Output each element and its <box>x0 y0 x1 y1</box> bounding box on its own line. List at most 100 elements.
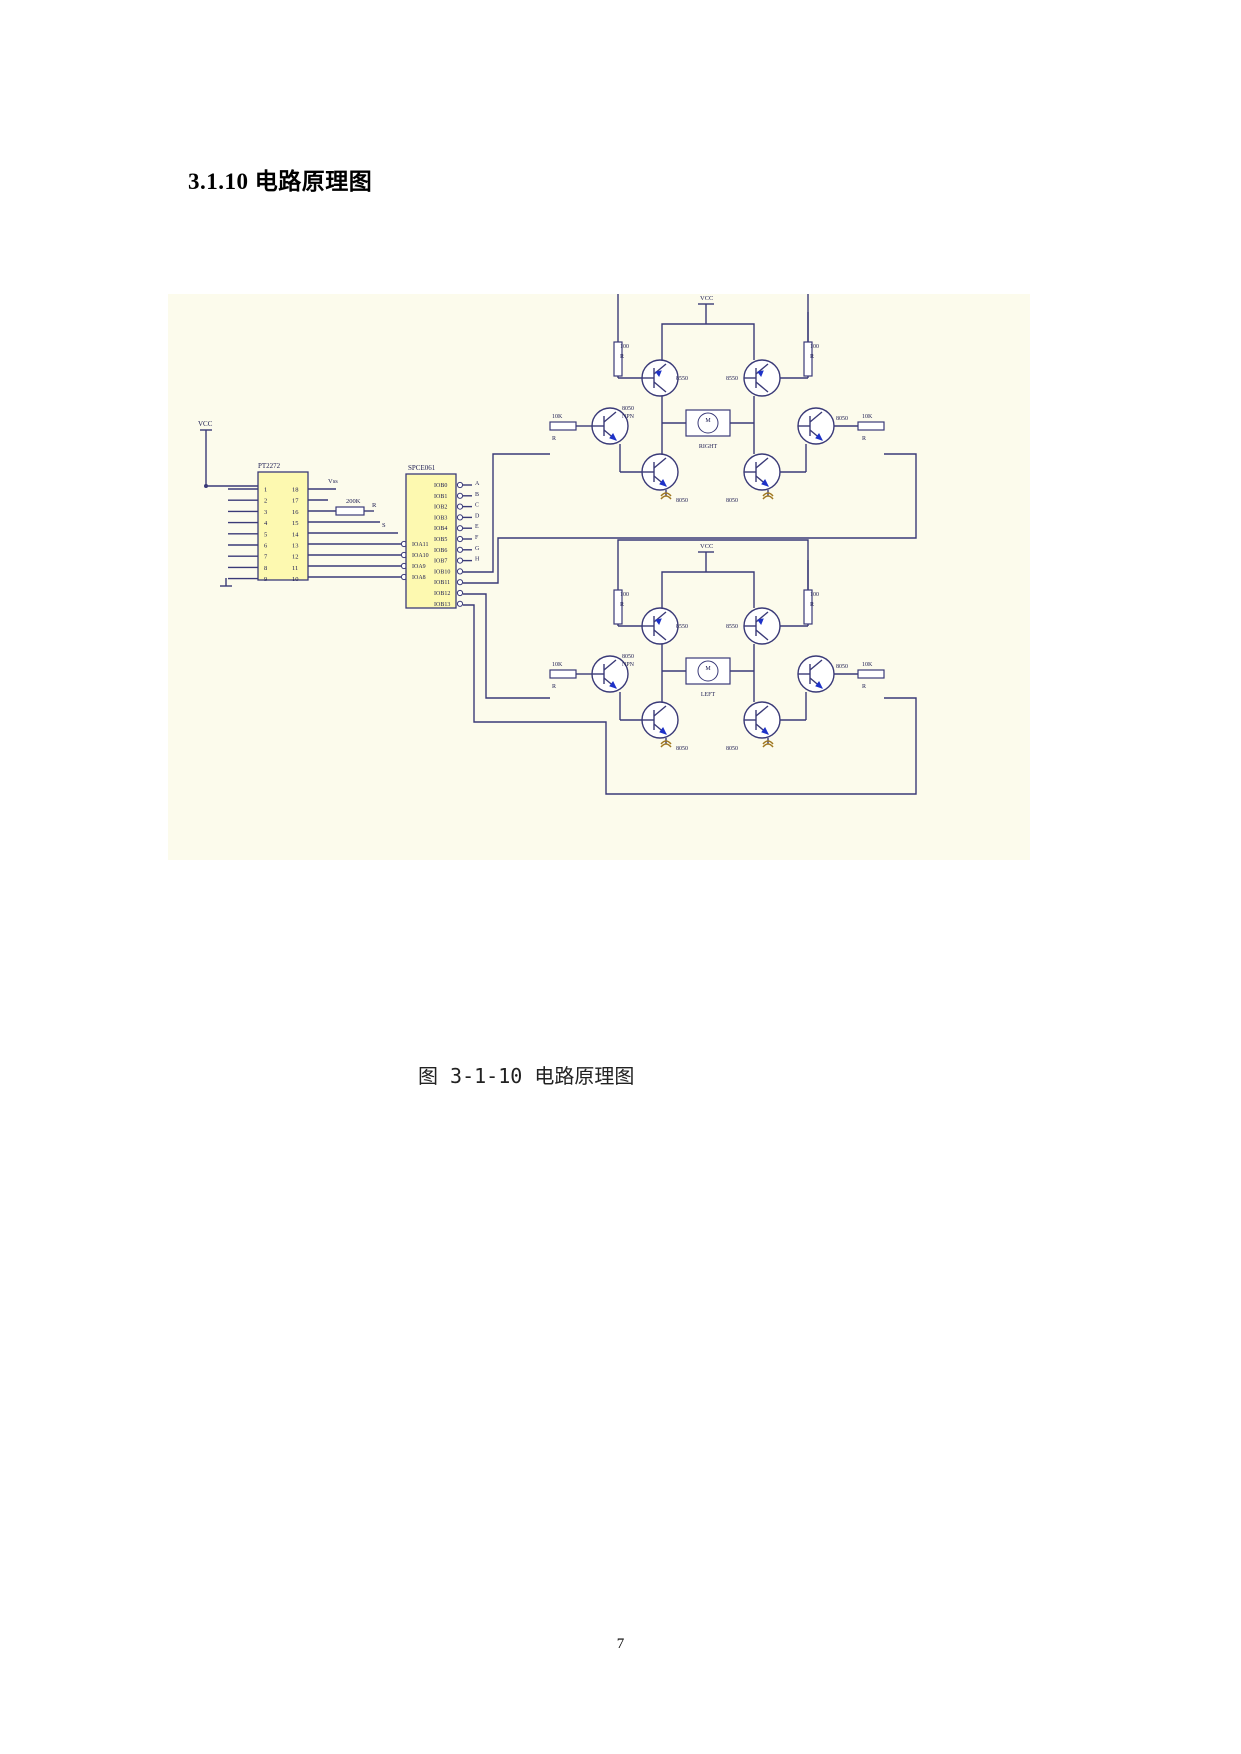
link-wire <box>463 453 550 573</box>
resistor-100-label: 100 <box>620 344 629 350</box>
resistor-10k-right <box>857 669 885 679</box>
emitter-arrow <box>655 618 662 626</box>
resistor-r-label: R <box>810 602 814 608</box>
transistor-collector <box>755 457 769 469</box>
spce061-ioa-pin: IOA8 <box>412 575 426 581</box>
pt2272-pin-number: 8 <box>264 565 267 572</box>
transistor-collector <box>603 659 617 671</box>
spce061-iob-pin: IOB11 <box>434 580 450 586</box>
npn-label: NPN <box>622 414 635 420</box>
link-wire <box>463 593 550 699</box>
motor-m-label: M <box>705 418 711 424</box>
transistor-part-label: 8050 <box>622 654 634 660</box>
pin-terminal <box>456 600 464 607</box>
link-wire <box>463 604 917 795</box>
bridge-vcc-label: VCC <box>700 543 713 550</box>
resistor-10k-right <box>857 421 885 431</box>
spce061-ioa-pin: IOA9 <box>412 564 426 570</box>
resistor-10k-label: 10K <box>862 414 873 420</box>
resistor-r-label: R <box>620 602 624 608</box>
transistor-part-label: 8050 <box>836 664 848 670</box>
pin-terminal <box>456 557 464 564</box>
ground-symbol <box>660 740 672 748</box>
ground-symbol <box>762 492 774 500</box>
rail-wire <box>661 323 755 360</box>
pt2272-chip <box>257 471 309 581</box>
resistor-10k-left <box>549 669 577 679</box>
emitter-arrow <box>815 433 823 441</box>
motor-name-label: RIGHT <box>699 444 718 450</box>
pt2272-pin-number: 3 <box>264 509 267 516</box>
pt2272-pin-number: 17 <box>292 498 299 505</box>
spce061-iob-pin: IOB12 <box>434 591 450 597</box>
spce061-label: SPCE061 <box>408 464 436 472</box>
transistor-emitter <box>653 629 667 641</box>
transistor-emitter <box>755 629 769 641</box>
pt2272-pin-number: 4 <box>264 520 268 527</box>
spce061-iob-pin: IOB7 <box>434 559 447 565</box>
net-label: G <box>475 546 480 552</box>
transistor-part-label: 8550 <box>676 624 688 630</box>
pt2272-pin-number: 18 <box>292 487 299 494</box>
transistor-collector <box>755 705 769 717</box>
transistor-collector <box>653 457 667 469</box>
npn-label: NPN <box>622 662 635 668</box>
net-label: E <box>475 524 479 530</box>
transistor-collector <box>653 705 667 717</box>
transistor-part-label: 8050 <box>622 406 634 412</box>
transistor-collector <box>809 411 823 423</box>
resistor-r-label: R <box>862 684 866 690</box>
emitter-arrow <box>659 727 667 735</box>
pt2272-pin-number: 6 <box>264 543 268 550</box>
transistor-part-label: 8050 <box>726 498 738 504</box>
transistor-emitter <box>755 381 769 393</box>
vcc-label: VCC <box>198 420 213 428</box>
pt2272-pin-number: 11 <box>292 565 298 572</box>
pin-terminal <box>456 589 464 597</box>
transistor-part-label: 8050 <box>726 746 738 752</box>
pt2272-pin-number: 12 <box>292 554 299 561</box>
spce061-iob-pin: IOB0 <box>434 483 447 489</box>
transistor-part-label: 8550 <box>726 624 738 630</box>
spce061-chip <box>405 473 457 609</box>
net-label: C <box>475 503 479 509</box>
net-label: D <box>475 513 480 519</box>
pin-terminal <box>456 514 464 521</box>
pin-terminal <box>456 525 464 532</box>
ground-symbol <box>762 740 774 748</box>
emitter-arrow <box>757 618 764 626</box>
resistor-r-label: R <box>372 502 377 509</box>
resistor-r-label: R <box>552 684 556 690</box>
resistor-200k-label: 200K <box>346 498 361 505</box>
resistor-200k <box>335 506 365 516</box>
pt2272-pin-number: 15 <box>292 520 299 527</box>
emitter-arrow <box>609 433 617 441</box>
emitter-arrow <box>761 727 769 735</box>
emitter-arrow <box>761 479 769 487</box>
pt2272-pin-number: 10 <box>292 576 299 583</box>
resistor-r-label: R <box>810 354 814 360</box>
page-number: 7 <box>616 1636 625 1652</box>
resistor-10k-label: 10K <box>552 414 563 420</box>
net-label: H <box>475 557 480 563</box>
resistor-r-label: R <box>552 436 556 442</box>
pin-terminal <box>456 546 464 553</box>
spce061-iob-pin: IOB5 <box>434 537 447 543</box>
pt2272-label: PT2272 <box>258 462 281 470</box>
transistor-part-label: 8050 <box>836 416 848 422</box>
resistor-10k-left <box>549 421 577 431</box>
link-wire <box>463 453 917 584</box>
spce061-iob-pin: IOB3 <box>434 515 447 521</box>
motor-symbol <box>697 660 719 682</box>
bridge-vcc-label: VCC <box>700 295 713 302</box>
transistor-part-label: 8050 <box>676 498 688 504</box>
pt2272-pin-number: 1 <box>264 487 267 494</box>
spce061-iob-pin: IOB10 <box>434 569 450 575</box>
ground-symbol <box>660 492 672 500</box>
resistor-10k-label: 10K <box>862 662 873 668</box>
pin-terminal <box>456 492 464 499</box>
emitter-arrow <box>815 681 823 689</box>
motor-m-label: M <box>705 666 711 672</box>
pt2272-pin-number: 2 <box>264 498 267 505</box>
resistor-r-label: R <box>862 436 866 442</box>
